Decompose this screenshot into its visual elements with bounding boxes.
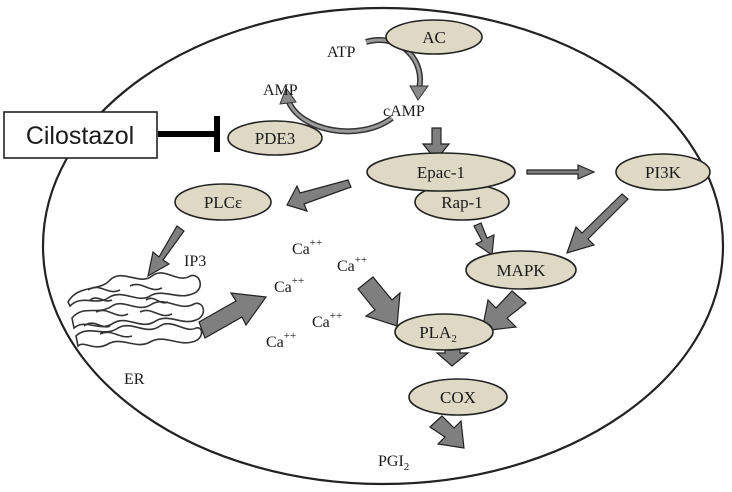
arrow-pi3k-mapk <box>566 193 629 254</box>
node-plce: PLCε <box>174 183 272 221</box>
node-pla2-label: PLA2 <box>419 323 457 345</box>
cell-membrane <box>41 6 725 486</box>
node-ac-label: AC <box>422 28 446 47</box>
ip3-label: IP3 <box>184 253 206 270</box>
arrow-er-ca <box>198 292 268 339</box>
arrow-rap1-mapk <box>473 222 495 257</box>
node-pla2: PLA2 <box>394 313 494 351</box>
node-rap1-label: Rap-1 <box>441 193 483 212</box>
node-pi3k-label: PI3K <box>645 163 682 182</box>
node-pla2-base: PLA <box>419 323 452 342</box>
arrow-epac1-plce <box>286 179 352 212</box>
calcium-ions: Ca++ Ca++ Ca++ Ca++ Ca++ <box>266 237 367 351</box>
pgi2-label: PGI2 <box>378 453 409 473</box>
arrow-epac1-pi3k <box>526 164 596 180</box>
arrow-ca-pla2 <box>357 276 401 327</box>
atp-label: ATP <box>327 44 356 61</box>
node-epac1-label: Epac-1 <box>417 163 465 182</box>
amp-label: AMP <box>263 82 298 99</box>
calcium-label: Ca++ <box>337 254 367 275</box>
node-pde3-label: PDE3 <box>255 129 296 148</box>
calcium-label: Ca++ <box>312 310 342 331</box>
node-pla2-sub: 2 <box>451 333 457 345</box>
arrow-cox-pgi2 <box>429 415 465 449</box>
node-rap1: Rap-1 <box>414 183 510 221</box>
node-pde3: PDE3 <box>227 120 323 156</box>
calcium-label: Ca++ <box>292 237 322 258</box>
node-mapk: MAPK <box>465 250 577 290</box>
node-cox-label: COX <box>440 388 476 407</box>
pathway-nodes: AC PDE3 Rap-1 Epac-1 PI3K PLCε MAPK PLA <box>174 19 711 416</box>
arrow-plce-er <box>147 225 185 278</box>
node-ac: AC <box>385 19 483 55</box>
calcium-label: Ca++ <box>266 330 296 351</box>
camp-label: cAMP <box>383 103 425 120</box>
drug-label: Cilostazol <box>26 122 134 150</box>
signal-arrows <box>147 127 629 449</box>
node-cox: COX <box>408 378 508 416</box>
node-mapk-label: MAPK <box>496 261 546 280</box>
arrow-camp-epac1 <box>421 127 451 161</box>
arrow-mapk-pla2 <box>481 290 527 332</box>
drug-box <box>3 111 158 159</box>
node-plce-label: PLCε <box>204 193 242 212</box>
pgi2-sub: 2 <box>404 461 410 473</box>
node-pi3k: PI3K <box>615 153 711 191</box>
er-label: ER <box>124 371 145 388</box>
calcium-label: Ca++ <box>274 275 304 296</box>
pgi2-base: PGI <box>378 453 404 470</box>
er-structure <box>67 272 205 348</box>
node-epac1: Epac-1 <box>366 152 516 192</box>
